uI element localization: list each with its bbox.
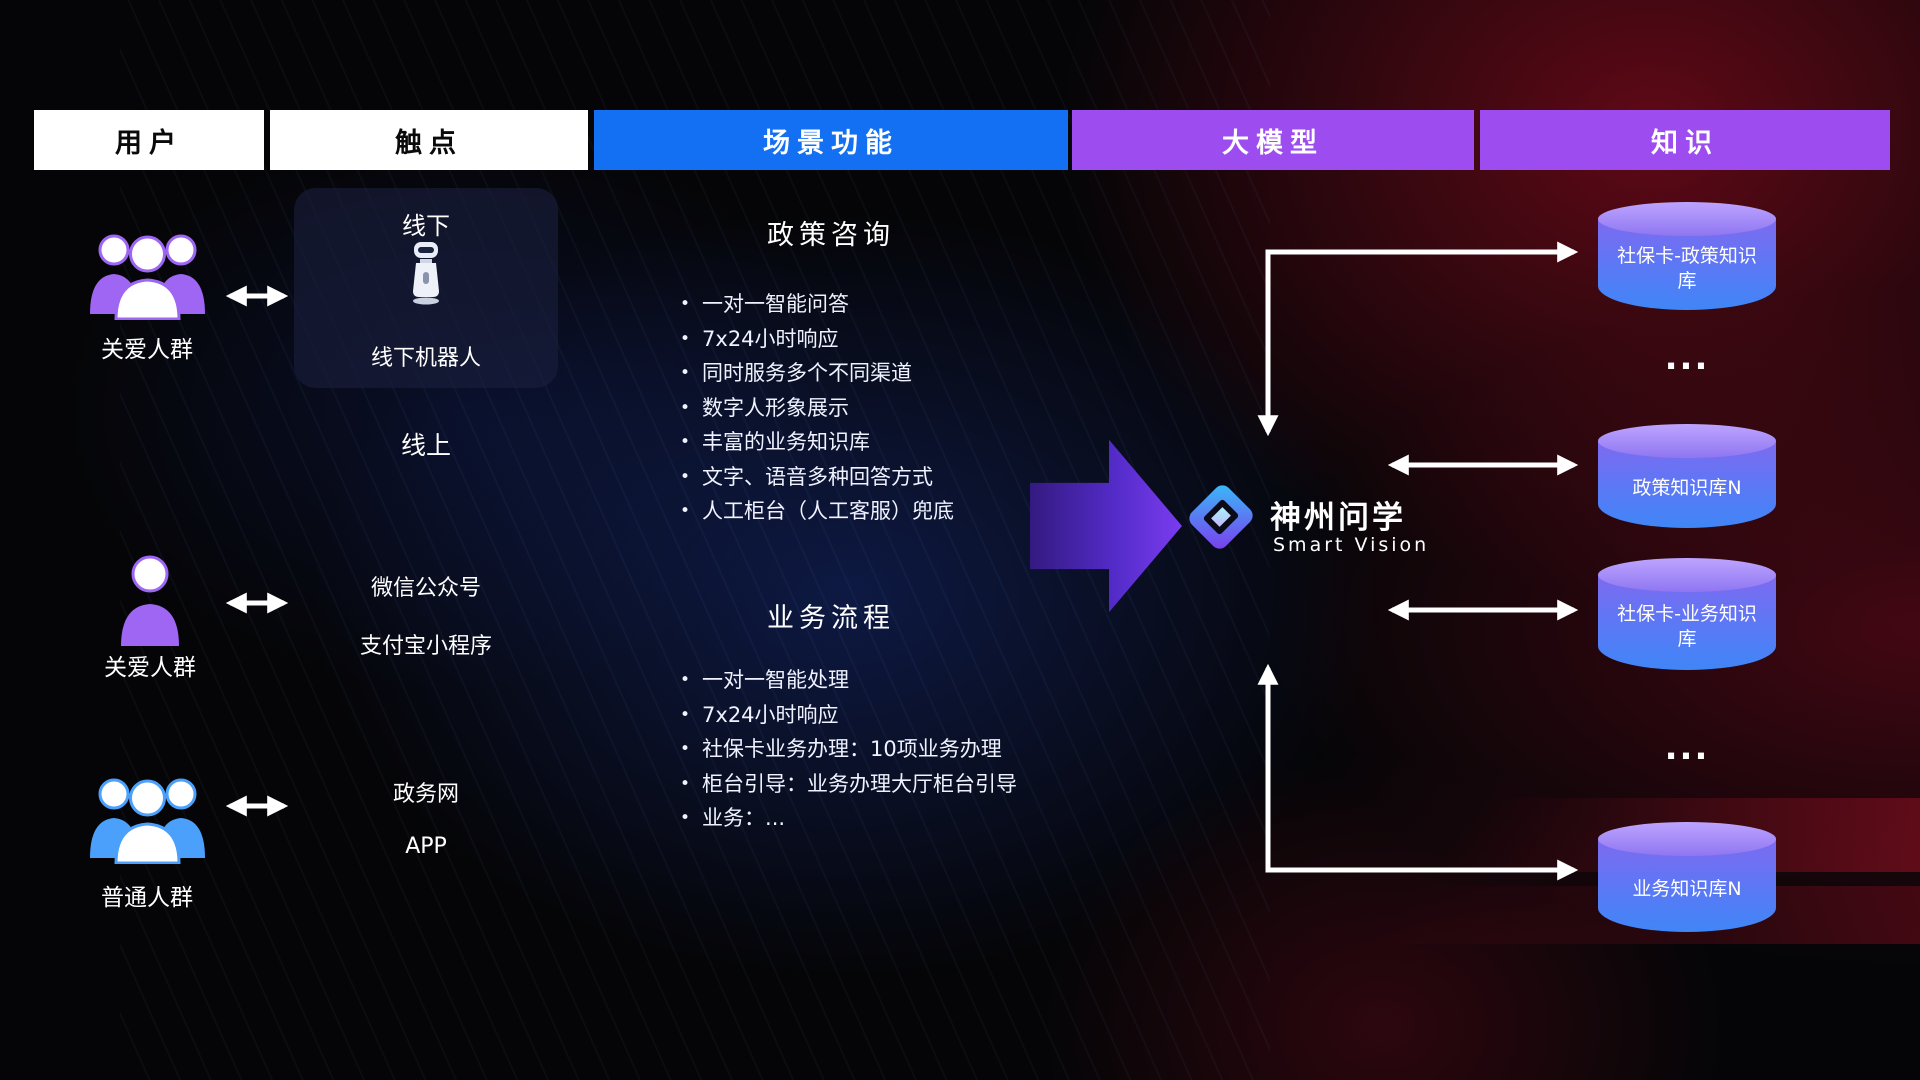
touchpoint-app: APP [405,834,447,859]
offline-panel: 线下 线下机器人 [294,188,558,388]
smart-vision-logo-icon [1185,481,1257,553]
policy-item: 一对一智能问答 [680,288,954,323]
touchpoint-gov-web: 政务网 [392,782,459,807]
touchpoint-alipay: 支付宝小程序 [359,634,492,659]
touchpoint-wechat: 微信公众号 [370,576,481,601]
business-item: 7x24小时响应 [680,699,1017,734]
column-header-knowledge: 知识 [1480,110,1890,170]
business-section-title: 业务流程 [767,603,895,634]
knowledge-ellipsis-1: ... [1664,338,1710,378]
user-group-3-label: 普通人群 [101,885,193,911]
policy-item: 丰富的业务知识库 [680,426,954,461]
policy-item: 人工柜台（人工客服）兜底 [680,495,954,530]
offline-title: 线下 [402,212,450,240]
knowledge-db-2: 政策知识库N [1598,424,1776,528]
user-group-2-label: 关爱人群 [104,655,196,681]
business-item-list: 一对一智能处理 7x24小时响应 社保卡业务办理：10项业务办理 柜台引导：业务… [680,664,1017,837]
model-db4-connector [1257,663,1579,881]
business-item: 社保卡业务办理：10项业务办理 [680,733,1017,768]
robot-icon [294,240,558,306]
business-item: 业务：... [680,802,1017,837]
knowledge-db-4: 业务知识库N [1598,822,1776,932]
flow-arrow [1030,439,1182,613]
column-header-users: 用户 [34,110,264,170]
column-header-model: 大模型 [1072,110,1474,170]
knowledge-db-1: 社保卡-政策知识库 [1598,202,1776,310]
offline-robot-label: 线下机器人 [370,346,481,371]
group-people-blue-icon [80,768,215,868]
policy-item-list: 一对一智能问答 7x24小时响应 同时服务多个不同渠道 数字人形象展示 丰富的业… [680,288,954,530]
knowledge-ellipsis-2: ... [1664,728,1710,768]
model-db1-connector [1257,241,1579,437]
user-group-1-label: 关爱人群 [101,337,193,363]
policy-item: 同时服务多个不同渠道 [680,357,954,392]
group-people-purple-icon [80,224,215,324]
knowledge-db-3: 社保卡-业务知识库 [1598,558,1776,670]
policy-section-title: 政策咨询 [767,220,895,251]
brand-name: 神州问学 [1270,500,1406,536]
online-title: 线上 [400,431,451,460]
business-item: 柜台引导：业务办理大厅柜台引导 [680,768,1017,803]
policy-item: 数字人形象展示 [680,392,954,427]
policy-item: 文字、语音多种回答方式 [680,461,954,496]
business-item: 一对一智能处理 [680,664,1017,699]
column-header-scenario: 场景功能 [594,110,1068,170]
column-header-touchpoints: 触点 [270,110,588,170]
brand-subtitle: Smart Vision [1273,534,1430,556]
single-person-purple-icon [115,550,185,650]
policy-item: 7x24小时响应 [680,323,954,358]
